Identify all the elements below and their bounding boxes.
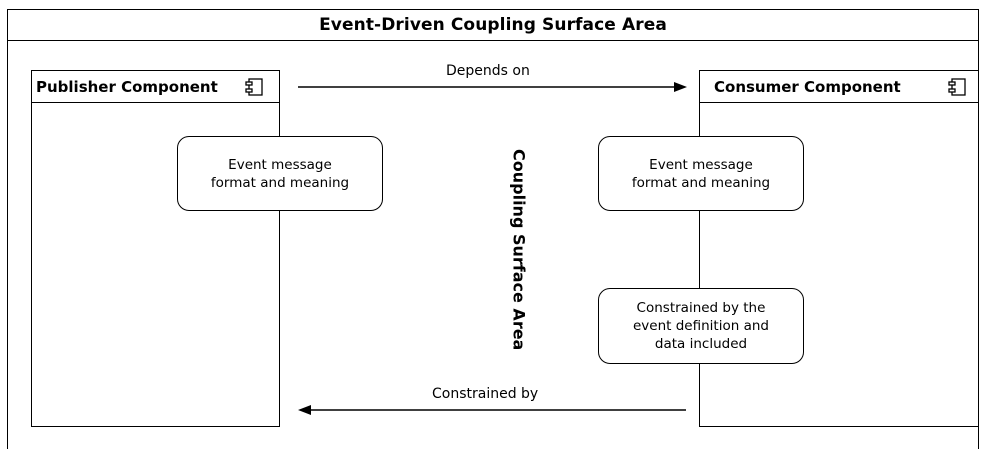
component-icon [245, 78, 263, 96]
component-icon [948, 78, 966, 96]
publisher-event-note: Event message format and meaning [177, 136, 383, 211]
depends-on-arrow [298, 82, 687, 92]
publisher-component: Publisher Component [31, 70, 280, 427]
diagram-title: Event-Driven Coupling Surface Area [7, 9, 979, 41]
consumer-constraint-note-text: Constrained by the event definition and … [633, 300, 769, 352]
consumer-event-note: Event message format and meaning [598, 136, 804, 211]
consumer-constraint-note: Constrained by the event definition and … [598, 288, 804, 364]
publisher-component-header: Publisher Component [32, 71, 279, 103]
consumer-component-header: Consumer Component [700, 71, 978, 103]
publisher-event-note-text: Event message format and meaning [210, 156, 350, 191]
consumer-event-note-text: Event message format and meaning [631, 156, 771, 191]
consumer-component: Consumer Component [699, 70, 979, 427]
consumer-component-name: Consumer Component [714, 77, 901, 96]
coupling-surface-area-label: Coupling Surface Area [506, 138, 532, 362]
coupling-surface-area-text: Coupling Surface Area [509, 149, 529, 351]
depends-on-label: Depends on [446, 63, 530, 79]
constrained-by-label: Constrained by [432, 386, 539, 402]
publisher-component-name: Publisher Component [36, 77, 218, 96]
constrained-by-arrow [298, 405, 686, 415]
